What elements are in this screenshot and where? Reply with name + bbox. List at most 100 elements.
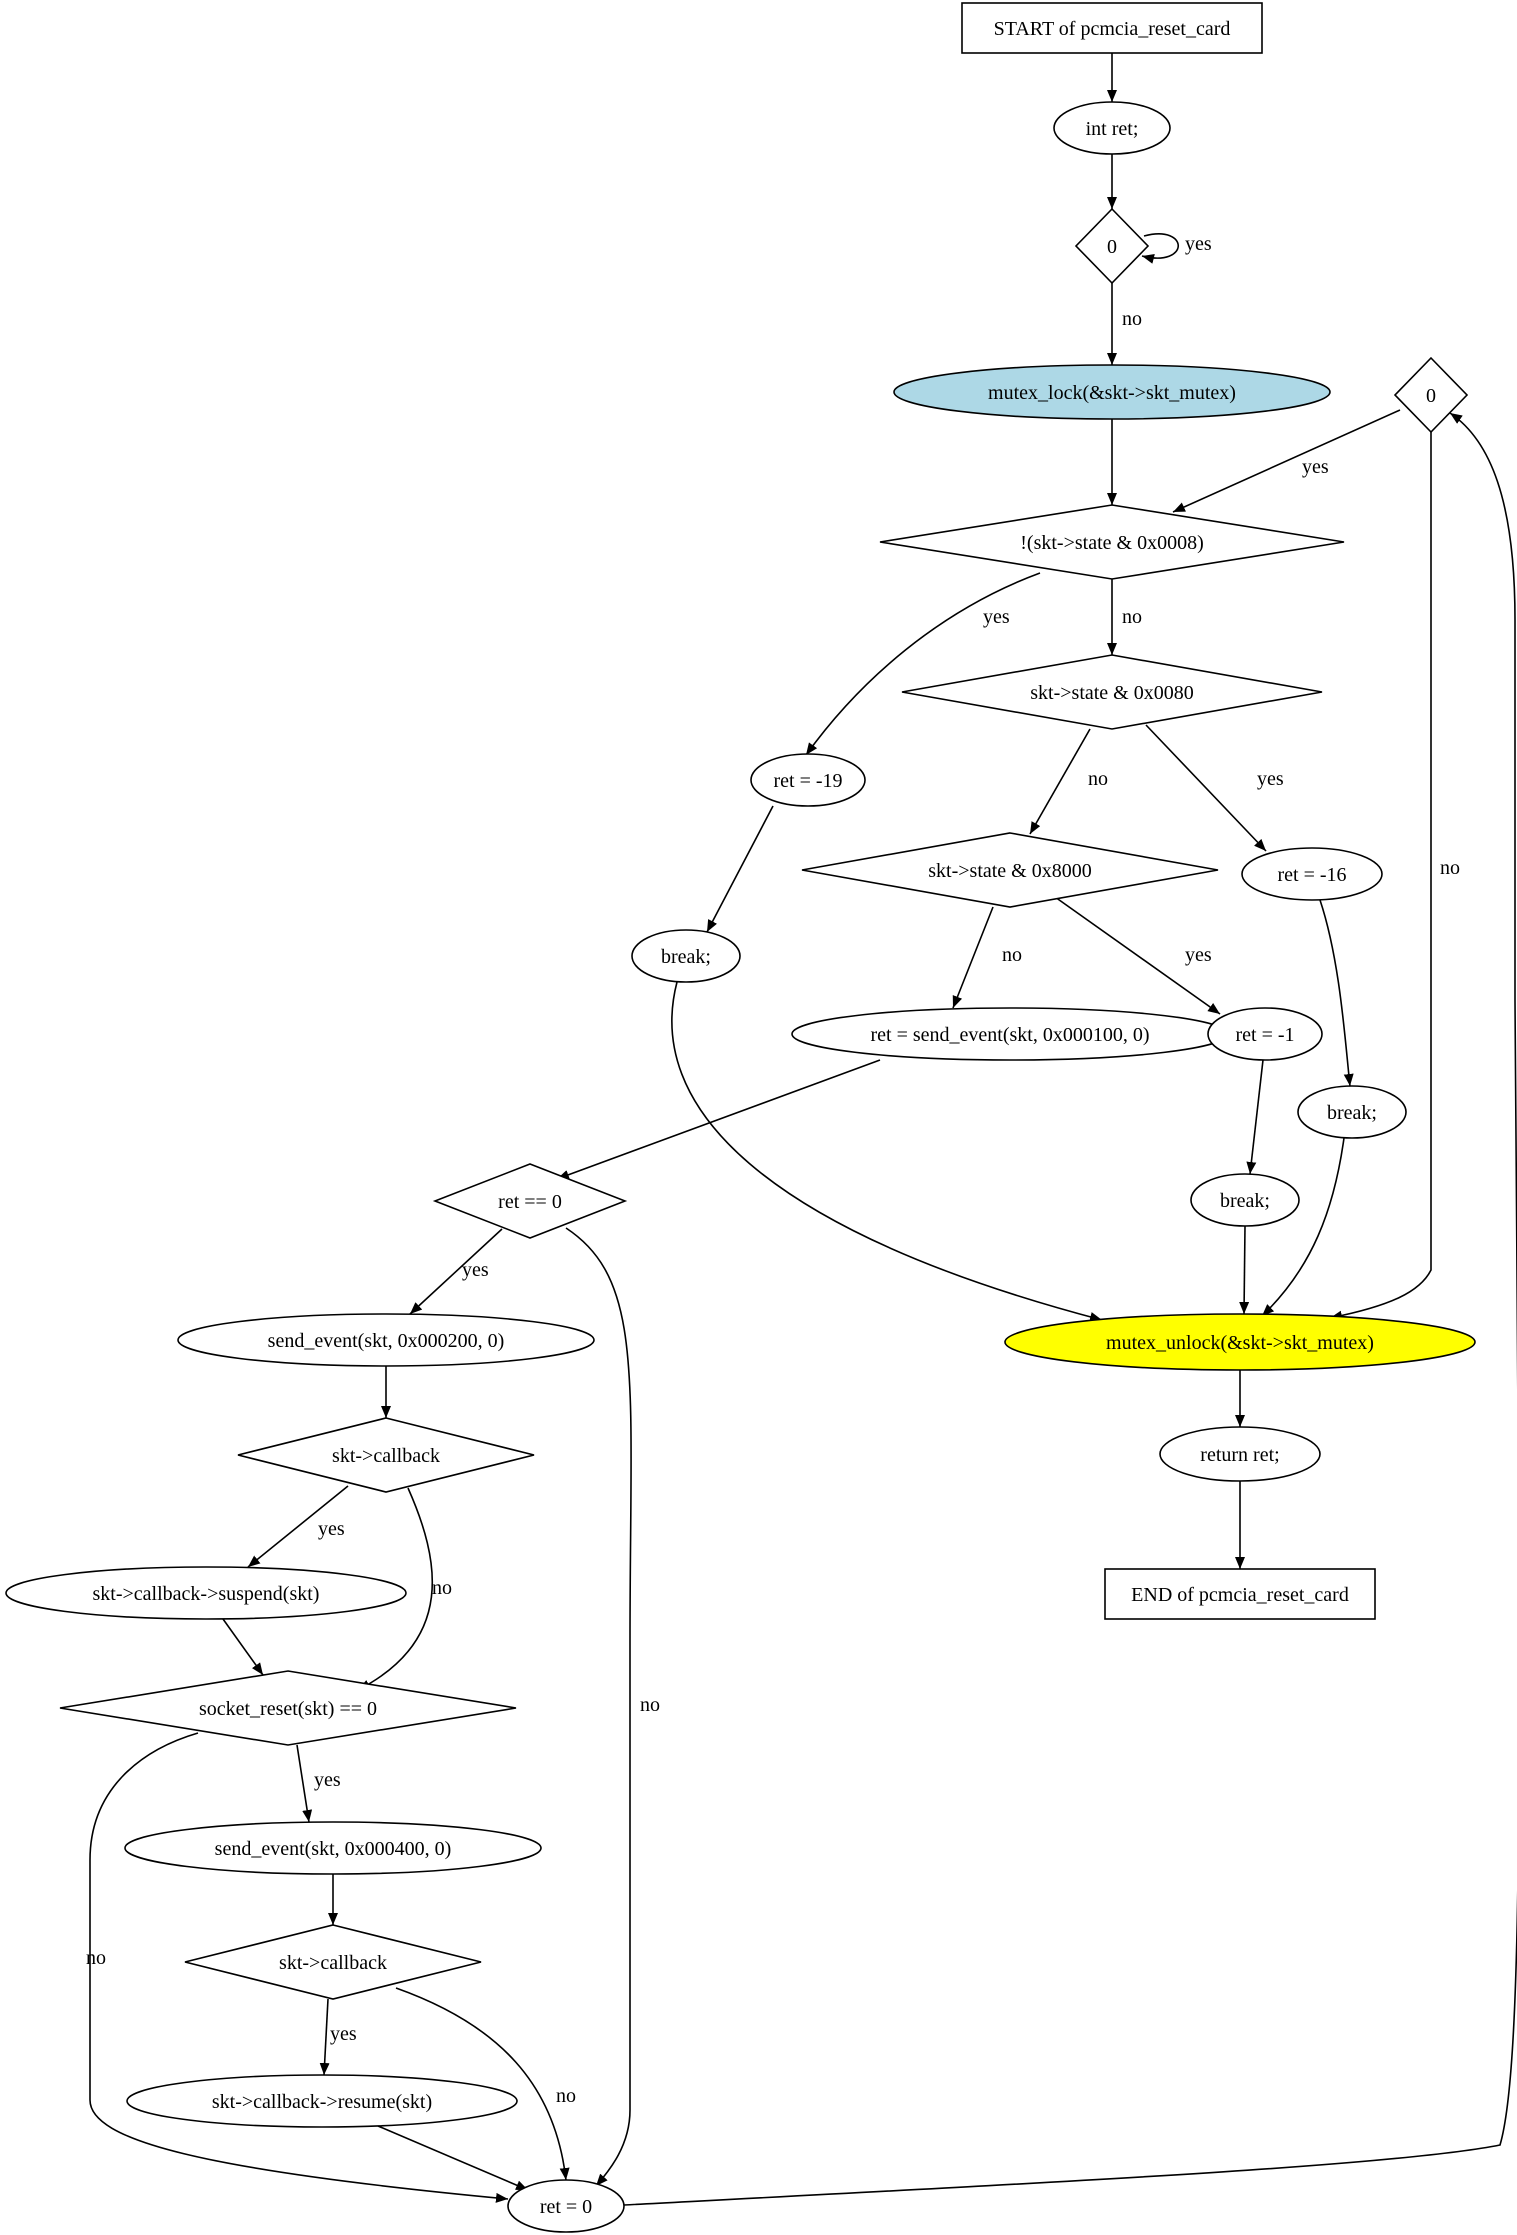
edge-line	[1261, 1137, 1345, 1317]
edge-label: no	[556, 2085, 576, 2107]
edge-label: yes	[1302, 456, 1329, 478]
edge-cond-state-8000-to-send-event-100: no	[952, 906, 1022, 1009]
edge-line	[296, 1744, 313, 1823]
edge-label: no	[1002, 944, 1022, 966]
node-label: skt->state & 0x8000	[928, 860, 1092, 882]
edge-label: yes	[318, 1518, 345, 1540]
edge-ret-19-to-break-a	[706, 805, 774, 933]
node-label: ret = -1	[1235, 1024, 1294, 1046]
node-cond-state-0008: !(skt->state & 0x0008)	[879, 504, 1345, 580]
node-end: END of pcmcia_reset_card	[1104, 1568, 1376, 1620]
edge-break-c-to-mutex-unlock	[1239, 1225, 1250, 1315]
node-resume: skt->callback->resume(skt)	[126, 2074, 518, 2128]
node-shape	[1074, 207, 1150, 285]
node-label: send_event(skt, 0x000400, 0)	[215, 1838, 452, 1860]
edge-cond-state-0080-to-ret-16: yes	[1145, 724, 1284, 852]
node-label: send_event(skt, 0x000200, 0)	[268, 1330, 505, 1352]
node-shape	[1159, 1426, 1321, 1482]
node-shape	[893, 364, 1331, 420]
edge-cond-loop-right-to-mutex-unlock: no	[1329, 432, 1460, 1321]
edge-suspend-to-cond-socket-reset	[222, 1618, 264, 1676]
edge-line	[706, 805, 774, 933]
edge-label: yes	[1257, 768, 1284, 790]
edge-cond-state-8000-to-ret-1: yes	[1054, 896, 1221, 1015]
edge-cond-loop-top-to-mutex-lock: no	[1107, 283, 1142, 365]
node-label: skt->callback	[279, 1952, 387, 1974]
node-label: !(skt->state & 0x0008)	[1020, 532, 1203, 554]
node-break-a: break;	[631, 929, 741, 983]
node-label: mutex_unlock(&skt->skt_mutex)	[1106, 1332, 1374, 1354]
node-shape	[801, 832, 1219, 908]
edge-line	[357, 1487, 434, 1691]
edge-cond-state-0008-to-ret-19: yes	[805, 572, 1041, 756]
edge-label: yes	[983, 606, 1010, 628]
node-mutex-lock: mutex_lock(&skt->skt_mutex)	[893, 364, 1331, 420]
node-shape	[59, 1670, 517, 1746]
edge-cond-callback-2-to-resume: yes	[319, 1998, 357, 2076]
node-shape	[124, 1821, 542, 1875]
edge-line	[1145, 724, 1267, 852]
node-ret-19: ret = -19	[750, 753, 866, 807]
edge-cond-socket-reset-to-send-event-400: yes	[296, 1744, 341, 1823]
edge-label: yes	[462, 1259, 489, 1281]
edge-label: no	[1122, 606, 1142, 628]
node-cond-state-0080: skt->state & 0x0080	[901, 654, 1323, 730]
node-break-c: break;	[1190, 1173, 1300, 1227]
node-label: 0	[1107, 236, 1117, 258]
node-shape	[1393, 356, 1469, 434]
node-label: ret = -16	[1277, 864, 1346, 886]
node-shape	[432, 1163, 628, 1239]
node-send-event-200: send_event(skt, 0x000200, 0)	[177, 1313, 595, 1367]
edge-line	[1141, 233, 1180, 264]
node-shape	[1004, 1313, 1476, 1371]
edge-cond-callback-2-to-ret-0: no	[395, 1987, 576, 2181]
node-label: socket_reset(skt) == 0	[199, 1698, 377, 1720]
edge-label: no	[432, 1577, 452, 1599]
node-ret-16: ret = -16	[1241, 847, 1383, 901]
node-shape	[1297, 1085, 1407, 1139]
edge-cond-loop-top-to-cond-loop-top: yes	[1141, 233, 1212, 264]
edge-label: yes	[1185, 233, 1212, 255]
node-shape	[750, 753, 866, 807]
edge-label: no	[1122, 308, 1142, 330]
node-label: START of pcmcia_reset_card	[994, 18, 1231, 40]
edge-ret-1-to-break-c	[1246, 1059, 1264, 1175]
node-shape	[1241, 847, 1383, 901]
edge-label: no	[640, 1694, 660, 1716]
node-cond-state-8000: skt->state & 0x8000	[801, 832, 1219, 908]
edge-line	[222, 1618, 264, 1676]
edge-break-a-to-mutex-unlock	[671, 981, 1103, 1322]
edge-ret-0-to-cond-loop-right	[623, 412, 1517, 2206]
node-label: skt->callback->resume(skt)	[212, 2091, 432, 2113]
edge-line	[565, 1227, 632, 2187]
node-label: ret = 0	[540, 2196, 592, 2218]
edge-line	[952, 906, 994, 1009]
edge-cond-state-0008-to-cond-state-0080: no	[1107, 579, 1142, 655]
edge-resume-to-ret-0	[377, 2125, 529, 2191]
edge-line	[319, 1998, 330, 2076]
node-ret-0: ret = 0	[507, 2179, 625, 2233]
edge-label: yes	[1185, 944, 1212, 966]
node-label: skt->state & 0x0080	[1030, 682, 1194, 704]
node-shape	[507, 2179, 625, 2233]
node-label: break;	[1220, 1190, 1270, 1212]
edge-cond-callback-1-to-suspend: yes	[247, 1485, 349, 1568]
node-cond-loop-right: 0	[1393, 356, 1469, 434]
edge-line	[1239, 1225, 1250, 1315]
edge-line	[395, 1987, 570, 2181]
edge-line	[1246, 1059, 1264, 1175]
node-shape	[126, 2074, 518, 2128]
node-ret-1: ret = -1	[1207, 1007, 1323, 1061]
edge-ret-16-to-break-b	[1319, 899, 1354, 1087]
node-shape	[1190, 1173, 1300, 1227]
node-label: break;	[661, 946, 711, 968]
node-int-ret: int ret;	[1053, 101, 1171, 155]
edge-line	[1319, 899, 1354, 1087]
edge-label: yes	[314, 1769, 341, 1791]
edge-send-event-100-to-cond-ret-eq-0	[556, 1059, 881, 1180]
node-label: break;	[1327, 1102, 1377, 1124]
edge-cond-ret-eq-0-to-ret-0: no	[565, 1227, 660, 2187]
node-shape	[177, 1313, 595, 1367]
